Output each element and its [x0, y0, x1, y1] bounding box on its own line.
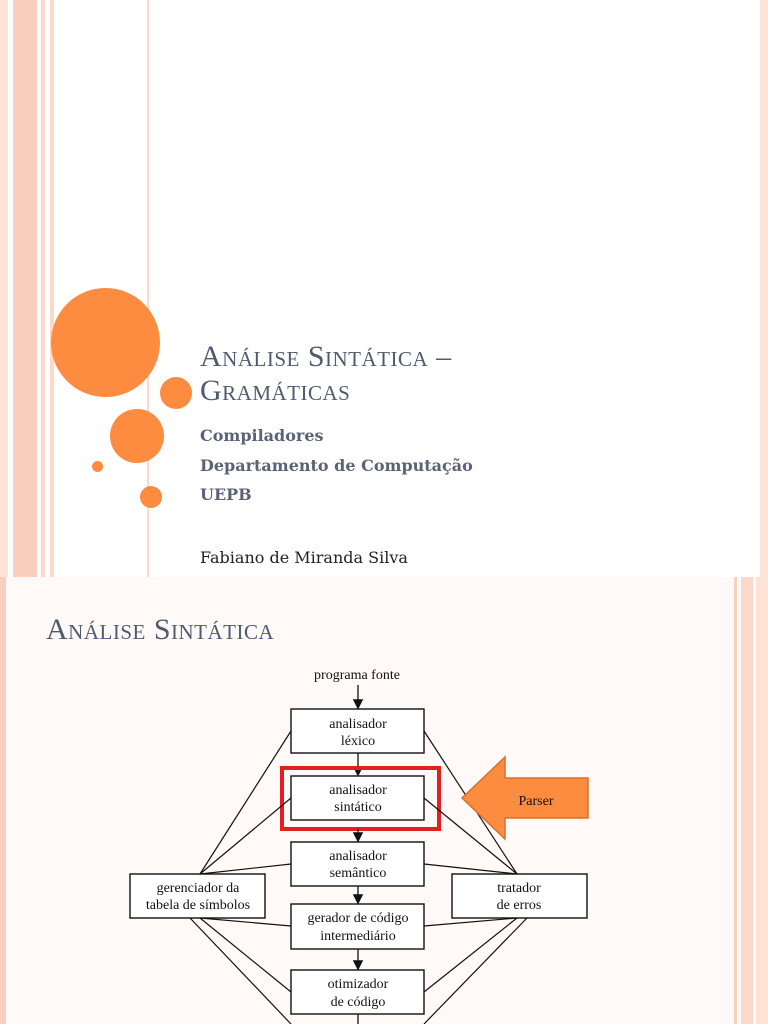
- intermediate-code-generator-box: [290, 903, 425, 950]
- title-slide: Análise Sintática – Gramáticas Compilado…: [0, 0, 768, 577]
- symbol-table-manager-box: [129, 873, 266, 919]
- title-line-2: Gramáticas: [200, 374, 351, 407]
- code-optimizer-box: [290, 969, 425, 1015]
- highlight-box: [280, 766, 441, 831]
- optimizer-label-2: de código: [331, 995, 386, 1010]
- source-label: programa fonte: [314, 668, 400, 683]
- compiler-phases-slide: Análise Sintática programa fonte analisa…: [0, 577, 768, 1024]
- left-stripe: [0, 0, 8, 577]
- decorative-circle: [140, 486, 162, 508]
- parser-callout-arrow: [460, 755, 589, 841]
- lexical-label-2: léxico: [341, 734, 375, 749]
- title-line-1: Análise Sintática –: [200, 340, 452, 373]
- decorative-circle-large: [51, 288, 160, 397]
- symbol-table-label-2: tabela de símbolos: [146, 898, 250, 913]
- error-handler-box: [451, 873, 588, 919]
- lexical-label-1: analisador: [329, 717, 387, 732]
- semantic-label-1: analisador: [329, 849, 387, 864]
- error-handler-connectors: [423, 730, 528, 1024]
- generator-label-2: intermediário: [320, 929, 395, 944]
- decorative-circle: [160, 377, 192, 409]
- left-stripe: [41, 0, 45, 577]
- subtitle-course: Compiladores: [200, 426, 324, 445]
- right-stripe: [760, 0, 768, 577]
- subtitle-department: Departamento de Computação: [200, 456, 473, 475]
- left-stripe: [13, 0, 37, 577]
- slide-title: Análise Sintática: [46, 613, 275, 646]
- symbol-table-label-1: gerenciador da: [157, 881, 241, 896]
- error-handler-label-1: tratador: [497, 881, 541, 896]
- syntax-analyzer-box: [290, 775, 425, 821]
- left-stripe: [0, 577, 6, 1024]
- right-stripe: [734, 577, 737, 1024]
- subtitle-university: UEPB: [200, 485, 252, 504]
- author-name: Fabiano de Miranda Silva: [200, 548, 408, 567]
- error-handler-label-2: de erros: [497, 898, 542, 913]
- right-stripe: [756, 577, 768, 1024]
- syntax-label-1: analisador: [329, 783, 387, 798]
- generator-label-1: gerador de código: [307, 911, 408, 926]
- left-stripe: [147, 0, 149, 577]
- optimizer-label-1: otimizador: [328, 977, 389, 992]
- symbol-table-connectors: [189, 730, 292, 1024]
- decorative-circle-small: [92, 461, 103, 472]
- decorative-circle: [110, 409, 164, 463]
- parser-callout-label: Parser: [519, 794, 554, 809]
- right-stripe: [741, 577, 753, 1024]
- left-stripe: [50, 0, 54, 577]
- semantic-label-2: semântico: [330, 866, 387, 881]
- syntax-label-2: sintático: [334, 800, 381, 815]
- compiler-phases-diagram: programa fonte analisador léxico analisa…: [129, 668, 589, 1024]
- slide-title: Análise Sintática – Gramáticas: [200, 340, 720, 408]
